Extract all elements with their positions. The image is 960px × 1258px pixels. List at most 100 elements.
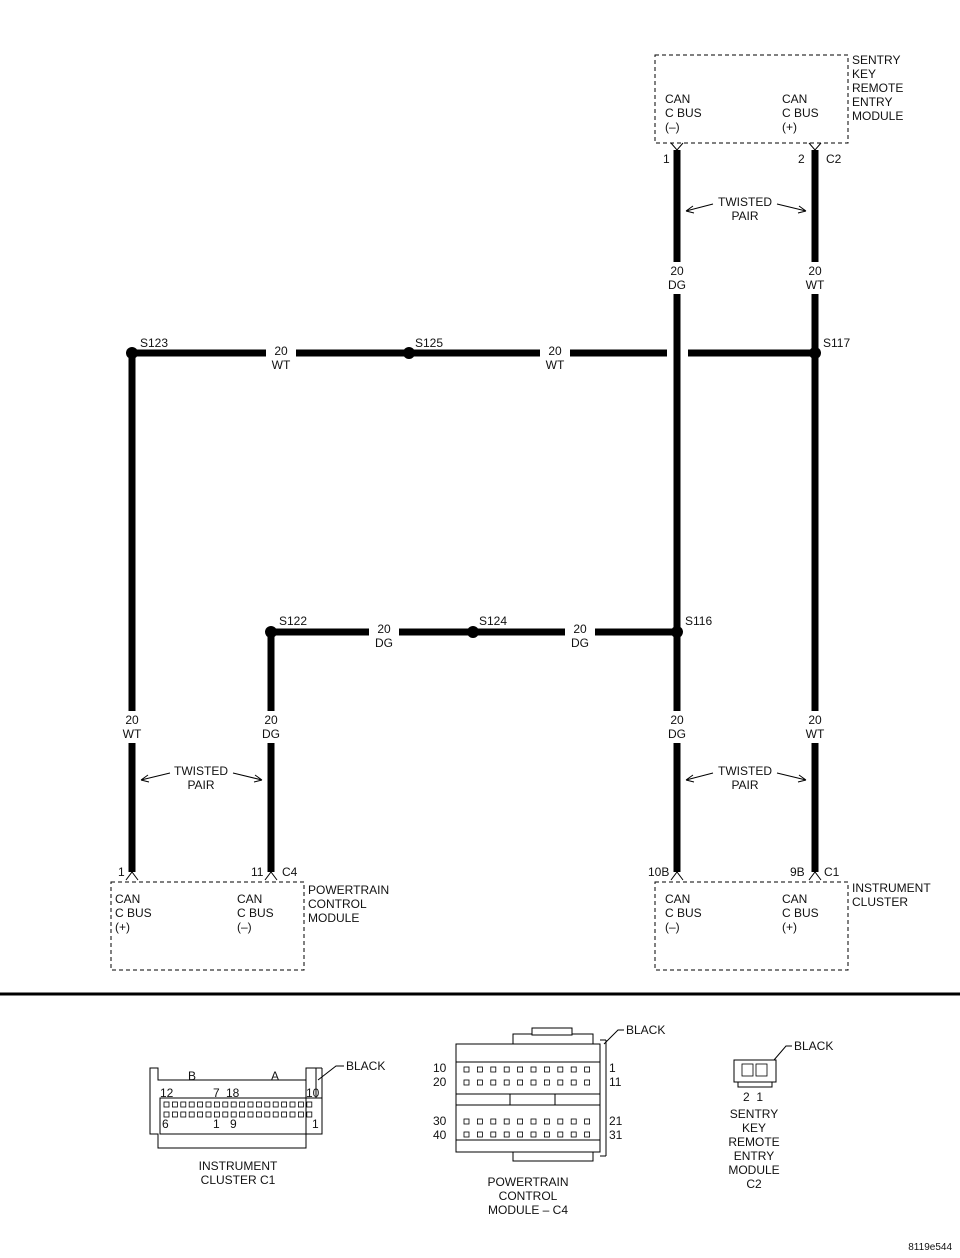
skrem-left-label-2: C BUS	[665, 106, 702, 120]
pcm-c4-cavity	[476, 1131, 483, 1138]
pcm-c4-cavity	[490, 1118, 497, 1125]
pcm-c4-top-tab-inner	[531, 1027, 573, 1036]
twisted-pair-top-1: TWISTED	[718, 195, 772, 209]
pcm-left-label-3: (+)	[115, 920, 130, 934]
ic-c1-cavity	[306, 1101, 313, 1108]
pcm-c4-cavity	[476, 1066, 483, 1073]
skrem-c2-body	[733, 1059, 777, 1083]
wire-label-top-mid-color: WT	[546, 358, 565, 372]
pcm-c4-pin-cavities	[463, 1066, 590, 1138]
ic-module-name-2: CLUSTER	[852, 895, 908, 909]
ic-c1-caption-2: CLUSTER C1	[201, 1173, 276, 1187]
twisted-pair-pcm-1: TWISTED	[174, 764, 228, 778]
ic-c1-pin-7: 7	[213, 1086, 220, 1100]
skrem-right-label-3: (+)	[782, 120, 797, 134]
ic-c1-cavity	[180, 1101, 187, 1108]
pcm-c4-cavity	[476, 1118, 483, 1125]
skrem-c2-caption-5: MODULE	[728, 1163, 779, 1177]
splice-s124	[467, 626, 479, 638]
connector-view-ic-c1: B A 12 7 18 10 6 1 9 1 BLACK INSTRUMENT …	[149, 1059, 385, 1187]
pcm-c4-cavity	[490, 1079, 497, 1086]
ic-c1-cavity	[264, 1111, 271, 1118]
ic-pin-right: 9B	[790, 865, 805, 879]
pcm-c4-cavity	[557, 1118, 564, 1125]
pcm-right-label-2: C BUS	[237, 906, 274, 920]
ic-module: INSTRUMENT CLUSTER CAN C BUS (–) CAN C B…	[648, 865, 931, 971]
ic-c1-cavity	[281, 1101, 288, 1108]
ic-c1-cavity	[188, 1101, 195, 1108]
pcm-c4-bottom-tab	[512, 1151, 594, 1162]
pcm-c4-caption-2: CONTROL	[499, 1189, 558, 1203]
pcm-c4-pin-1: 1	[609, 1061, 616, 1075]
chevron-skrem-2	[808, 142, 822, 151]
pcm-c4-cavity	[584, 1118, 590, 1125]
ic-c1-cavity	[222, 1101, 229, 1108]
pcm-c4-cavity	[476, 1079, 483, 1086]
pcm-right-label-1: CAN	[237, 892, 262, 906]
pcm-right-label-3: (–)	[237, 920, 252, 934]
pcm-c4-cavity	[503, 1131, 510, 1138]
pcm-c4-cavity	[544, 1079, 550, 1086]
splice-s125	[403, 347, 415, 359]
twisted-pair-callouts: TWISTED PAIR TWISTED PAIR TWISTED PAIR	[140, 195, 807, 792]
skrem-c2-caption-6: C2	[746, 1177, 762, 1191]
ic-left-label-3: (–)	[665, 920, 680, 934]
ic-c1-cavity	[297, 1111, 304, 1118]
ic-c1-cavity	[255, 1101, 262, 1108]
wire-label-top-left-color: WT	[272, 358, 291, 372]
skrem-pin-right: 2	[798, 152, 805, 166]
skrem-c2-pins: 2 1	[743, 1090, 763, 1104]
wire-labels: 20 DG 20 WT 20 WT 20 WT 20 DG 20 DG 20 W…	[119, 262, 828, 743]
skrem-c2-base	[737, 1081, 773, 1088]
ic-c1-cavity	[239, 1111, 246, 1118]
ic-c1-pin-9: 9	[230, 1117, 237, 1131]
pcm-c4-color: BLACK	[626, 1023, 665, 1037]
pcm-c4-cavity	[544, 1118, 550, 1125]
ic-c1-cavity	[171, 1101, 178, 1108]
ic-c1-cavity	[247, 1111, 254, 1118]
skrem-module-name-1: SENTRY	[852, 53, 900, 67]
ic-c1-cavity	[264, 1101, 271, 1108]
twisted-pair-ic-arrow-left	[685, 772, 714, 783]
pcm-c4-cavity	[557, 1066, 564, 1073]
connector-view-pcm-c4: 10 20 1 11 30 40 21 31 BLACK POWERTRAIN …	[433, 1023, 665, 1217]
pcm-c4-cavity	[530, 1118, 537, 1125]
ic-c1-cavity	[272, 1111, 279, 1118]
ic-c1-cavity	[197, 1101, 204, 1108]
pcm-module: POWERTRAIN CONTROL MODULE CAN C BUS (+) …	[110, 865, 389, 971]
pcm-c4-caption-1: POWERTRAIN	[487, 1175, 568, 1189]
pcm-c4-cavity	[517, 1066, 523, 1073]
splice-label-s122: S122	[279, 614, 307, 628]
pcm-module-name-3: MODULE	[308, 911, 359, 925]
pcm-module-name-1: POWERTRAIN	[308, 883, 389, 897]
pcm-c4-cavity	[530, 1079, 537, 1086]
twisted-pair-ic-1: TWISTED	[718, 764, 772, 778]
splice-label-s116: S116	[685, 614, 712, 628]
chevron-skrem-1	[670, 142, 684, 151]
skrem-c2-cavity-1	[755, 1063, 768, 1077]
ic-c1-cavity	[163, 1111, 170, 1118]
ic-connector-id: C1	[824, 865, 840, 879]
ic-c1-cavity	[213, 1111, 220, 1118]
pcm-c4-cavity	[463, 1131, 470, 1138]
ic-c1-cavity	[239, 1101, 246, 1108]
ic-c1-caption-1: INSTRUMENT	[199, 1159, 278, 1173]
ic-c1-pin-18: 18	[226, 1086, 240, 1100]
splice-s117	[809, 347, 821, 359]
pcm-c4-cavity	[530, 1131, 537, 1138]
ic-module-name-1: INSTRUMENT	[852, 881, 931, 895]
pcm-c4-cavity	[570, 1131, 577, 1138]
pcm-c4-pin-40: 40	[433, 1128, 447, 1142]
pcm-c4-cavity	[584, 1079, 590, 1086]
pcm-left-label-2: C BUS	[115, 906, 152, 920]
ic-c1-row-a-label: A	[271, 1069, 279, 1083]
ic-c1-cavity	[197, 1111, 204, 1118]
wire-label-pcm-wt-color: WT	[123, 727, 142, 741]
pcm-left-label-1: CAN	[115, 892, 140, 906]
pcm-c4-pin-11: 11	[609, 1075, 622, 1089]
ic-c1-cavity	[222, 1111, 229, 1118]
wire-label-pcm-wt-gauge: 20	[125, 713, 139, 727]
splice-label-s117: S117	[823, 336, 850, 350]
pcm-c4-cavity	[503, 1079, 510, 1086]
chevron-ic-10b	[670, 871, 684, 881]
